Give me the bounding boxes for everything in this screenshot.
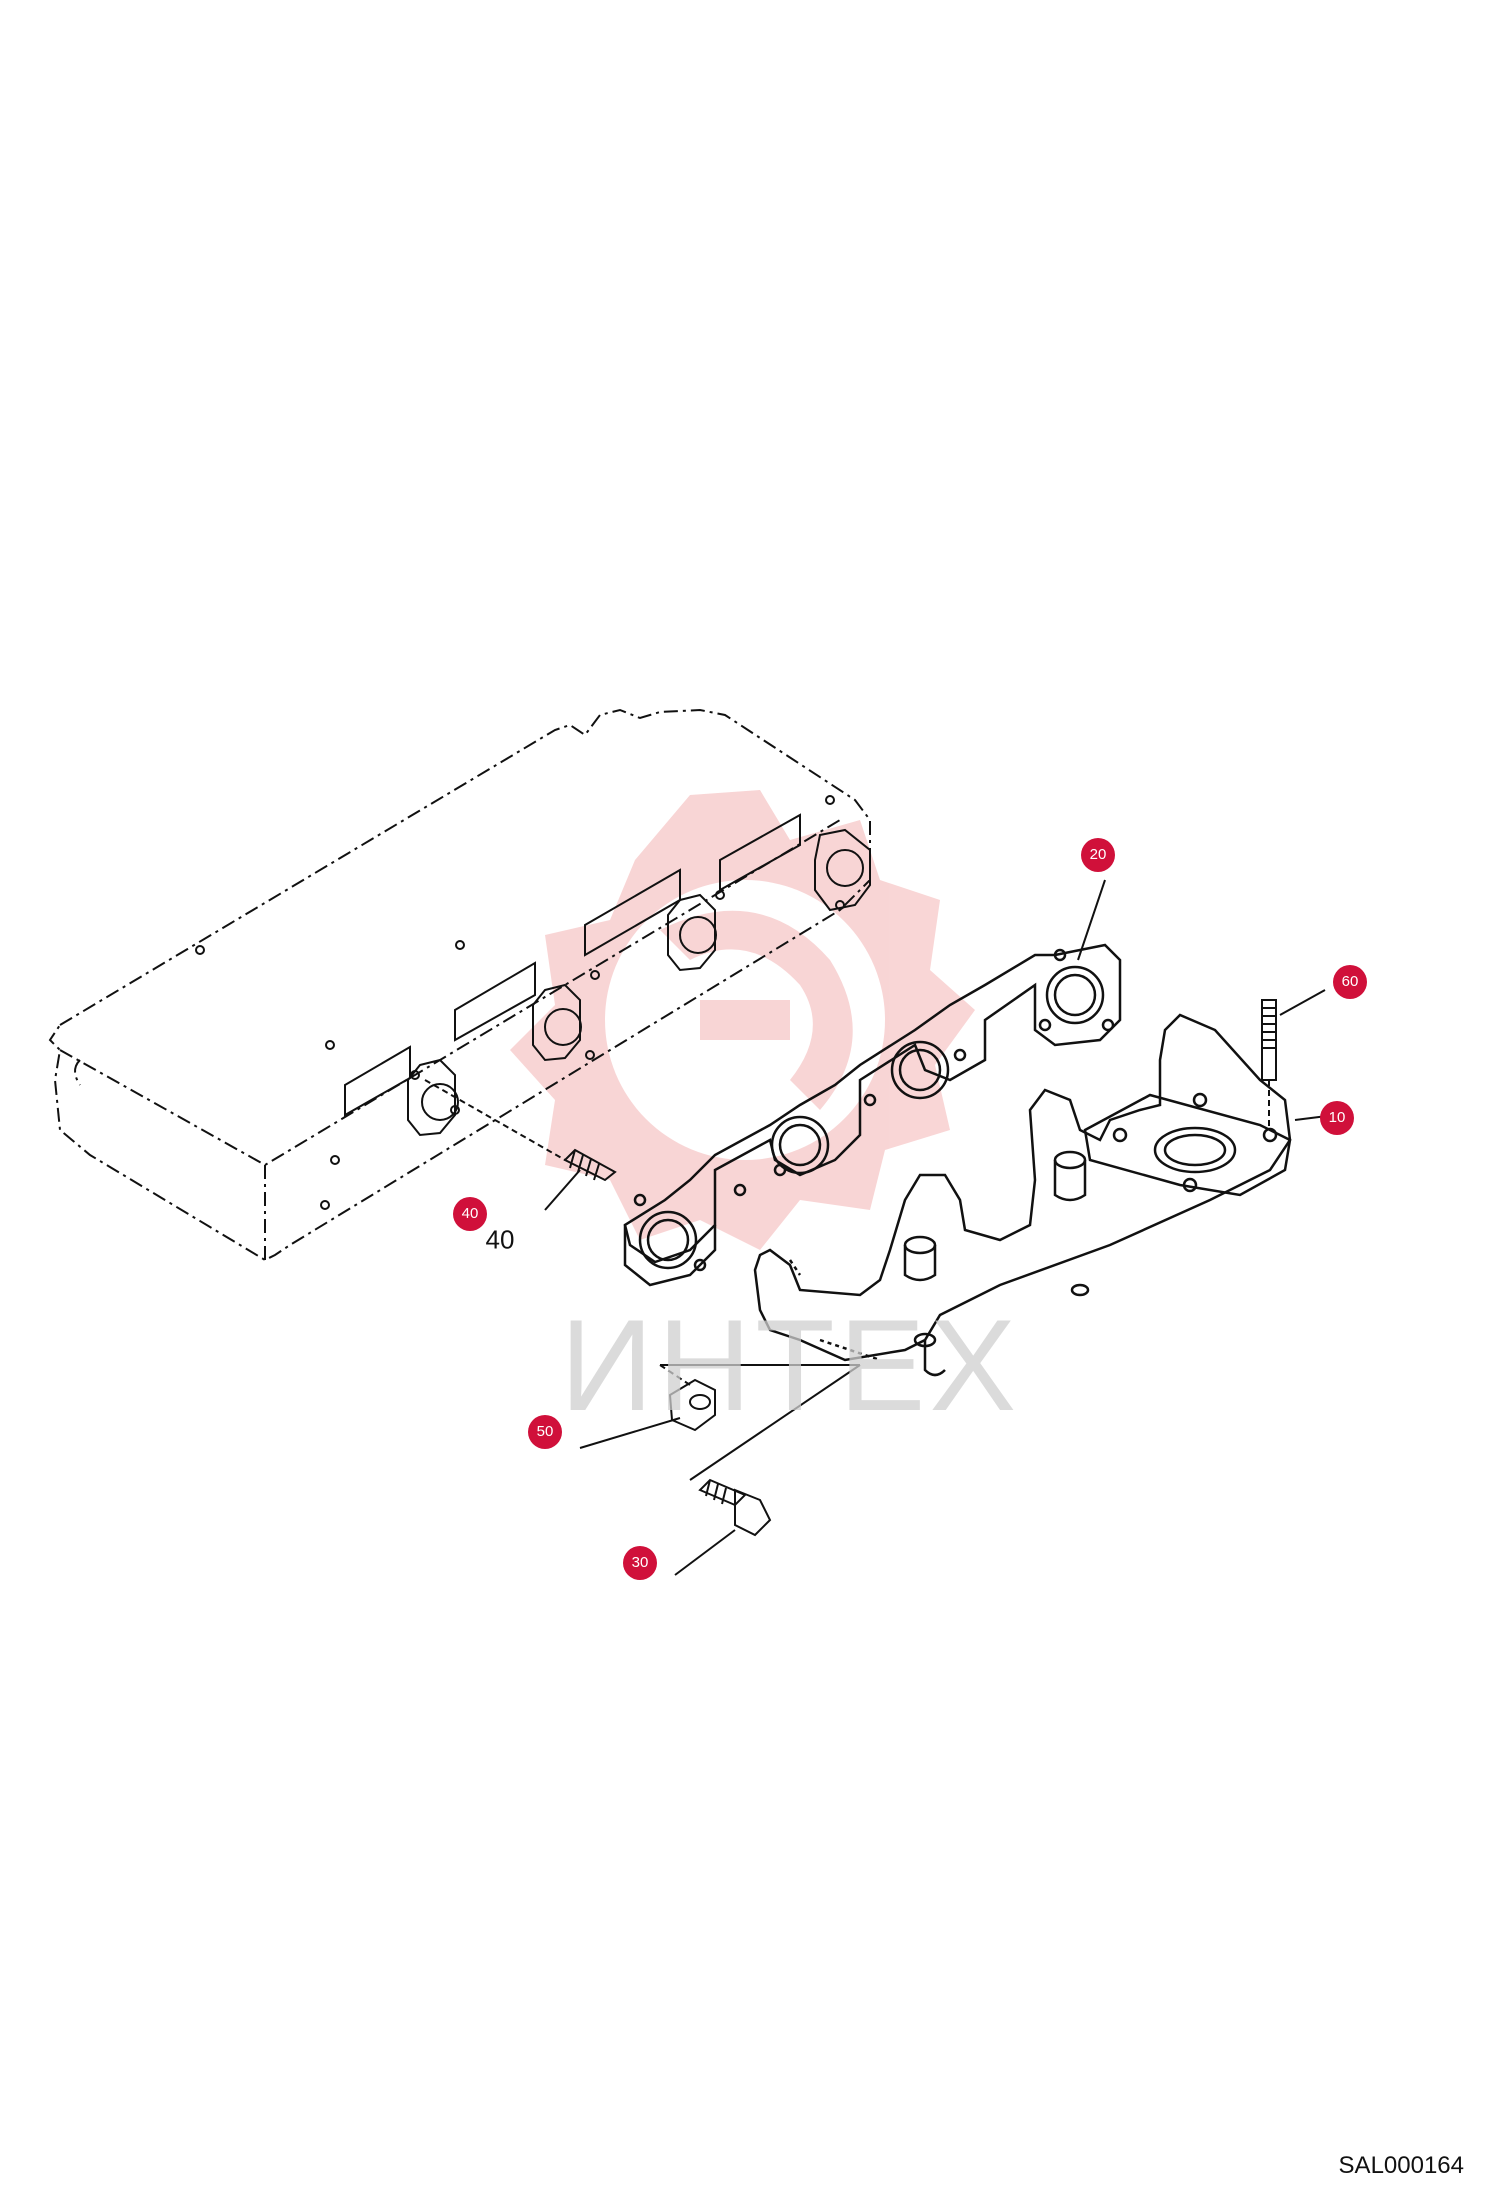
callout-10[interactable]: 10 — [1320, 1101, 1354, 1135]
cylinder-head — [48, 708, 871, 1262]
exhaust-manifold-gasket — [623, 943, 1122, 1287]
gear-logo-watermark — [510, 790, 975, 1250]
callout-60[interactable]: 60 — [1333, 965, 1367, 999]
part-label-40: 40 — [485, 1224, 515, 1255]
head-exhaust-ports — [195, 795, 871, 1210]
watermark-text: ИНТЕХ — [560, 1292, 1021, 1438]
callout-50[interactable]: 50 — [528, 1415, 562, 1449]
callout-40[interactable]: 40 — [453, 1197, 487, 1231]
reference-code: SAL000164 — [1338, 2152, 1464, 2179]
stud-40 — [424, 1079, 617, 1182]
callout-20[interactable]: 20 — [1081, 838, 1115, 872]
stud-60 — [1261, 999, 1277, 1130]
bolt-30 — [689, 1364, 861, 1537]
callout-30[interactable]: 30 — [623, 1546, 657, 1580]
exhaust-manifold — [753, 1013, 1292, 1377]
